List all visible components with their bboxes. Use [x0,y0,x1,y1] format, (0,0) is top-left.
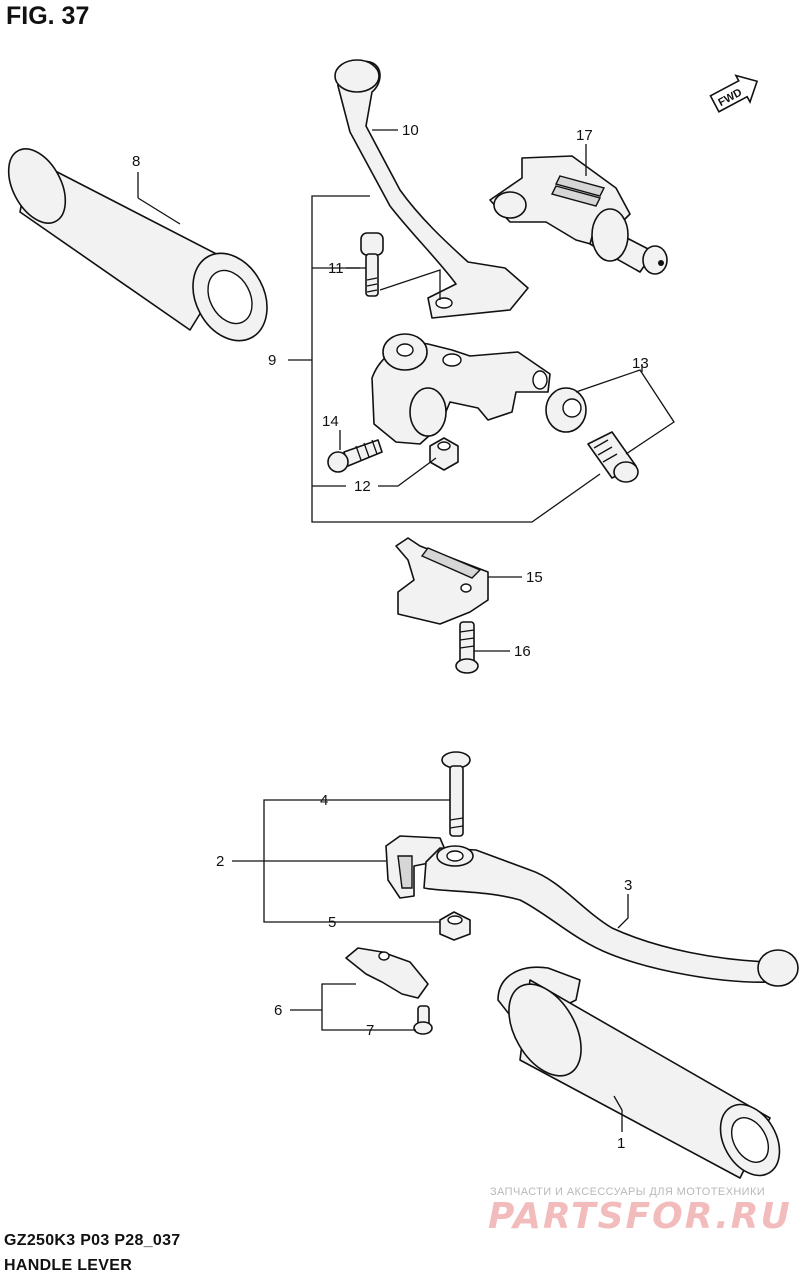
callout-2: 2 [216,853,224,870]
watermark-logo: PARTSFOR.RU [488,1196,792,1237]
callout-13: 13 [632,355,649,372]
callout-16: 16 [514,643,531,660]
part-1-throttle-grip [497,966,781,1179]
part-6-brake-switch [345,947,429,999]
callout-15: 15 [526,569,543,586]
part-14-clamp-bolt [327,439,383,473]
part-11-pivot-bolt [360,232,384,297]
callout-11: 11 [328,260,344,277]
leader-lines [137,129,675,1132]
model-code: GZ250K3 P03 P28_037 [4,1232,181,1249]
callout-labels: 8 10 17 11 9 13 14 12 15 16 4 2 3 5 6 7 … [132,122,649,1152]
callout-17: 17 [576,127,593,144]
callout-4: 4 [320,792,328,809]
part-9-lever-holder [371,333,551,445]
part-17-switch [489,155,668,275]
fwd-indicator: FWD [709,74,759,113]
callout-10: 10 [402,122,419,139]
callout-8: 8 [132,153,140,170]
part-12-nut [429,437,459,471]
part-3-brake-lever [423,845,799,987]
watermark-tagline: ЗАПЧАСТИ И АКСЕССУАРЫ ДЛЯ МОТОТЕХНИКИ [490,1186,766,1198]
part-16-screw [455,621,479,674]
callout-1: 1 [617,1135,625,1152]
part-5-nut [439,911,471,941]
arrow-right-icon [709,74,759,113]
callout-7: 7 [366,1022,374,1039]
callout-5: 5 [328,914,336,931]
callout-12: 12 [354,478,371,495]
part-13-adjuster [545,387,639,483]
figure-label: FIG. 37 [6,2,90,30]
callout-14: 14 [322,413,339,430]
callout-3: 3 [624,877,632,894]
part-2-lever-bracket [385,835,447,899]
section-title: HANDLE LEVER [4,1257,133,1274]
part-4-bolt [441,751,471,837]
part-10-clutch-lever [334,59,529,319]
callout-9: 9 [268,352,276,369]
callout-6: 6 [274,1002,282,1019]
part-8-left-grip [7,148,268,342]
part-15-clutch-switch [395,537,489,625]
part-7-screw [413,1005,433,1035]
